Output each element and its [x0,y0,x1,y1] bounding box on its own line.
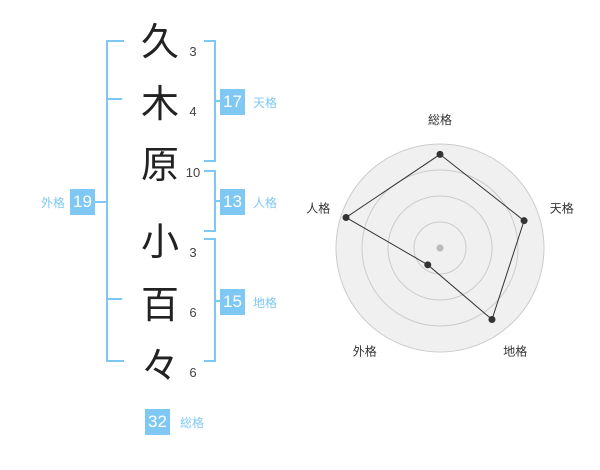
stroke-count-1: 3 [189,44,197,59]
tenkaku-label: 天格 [253,96,278,110]
radar-point-5 [342,213,350,221]
bracket-tick [106,98,122,100]
soukaku-score: 32 [145,409,170,435]
bracket-connector [214,300,222,302]
gaikaku-label: 外格 [41,196,66,210]
soukaku-label: 総格 [180,416,205,430]
gaikaku-bracket [106,40,124,362]
radar-center [436,244,444,252]
chikaku-label: 地格 [253,296,278,310]
name-char-6: 々 [140,344,179,388]
bracket-tick [106,298,122,300]
stroke-count-6: 6 [189,365,197,380]
name-char-3: 原 [140,143,179,187]
stroke-count-3: 10 [185,165,201,180]
bracket-connector [92,201,106,203]
name-char-2: 木 [140,82,179,126]
chikaku-score: 15 [220,289,245,315]
radar-axis-label: 地格 [503,344,527,359]
radar-axis-label: 人格 [306,200,330,215]
radar-point-4 [424,261,432,269]
gaikaku-score: 19 [70,189,95,215]
radar-ring [387,195,493,301]
radar-ring [413,221,467,275]
name-char-5: 百 [140,283,179,327]
jinkaku-label: 人格 [253,196,278,210]
radar-axis-label: 外格 [353,344,377,359]
jinkaku-score: 13 [220,189,245,215]
bracket-connector [214,200,222,202]
bracket-connector [214,100,222,102]
radar-axis-label: 天格 [550,200,574,215]
radar-ring [361,169,519,327]
tenkaku-score: 17 [220,89,245,115]
radar-axis-label: 総格 [428,112,452,127]
stroke-count-2: 4 [189,104,197,119]
radar-point-3 [488,316,496,324]
radar-point-2 [520,217,528,225]
name-char-4: 小 [140,220,179,264]
stroke-count-5: 6 [189,305,197,320]
name-char-1: 久 [140,20,179,64]
stroke-count-4: 3 [189,245,197,260]
radar-point-1 [436,150,444,158]
radar-series-line [345,153,525,321]
